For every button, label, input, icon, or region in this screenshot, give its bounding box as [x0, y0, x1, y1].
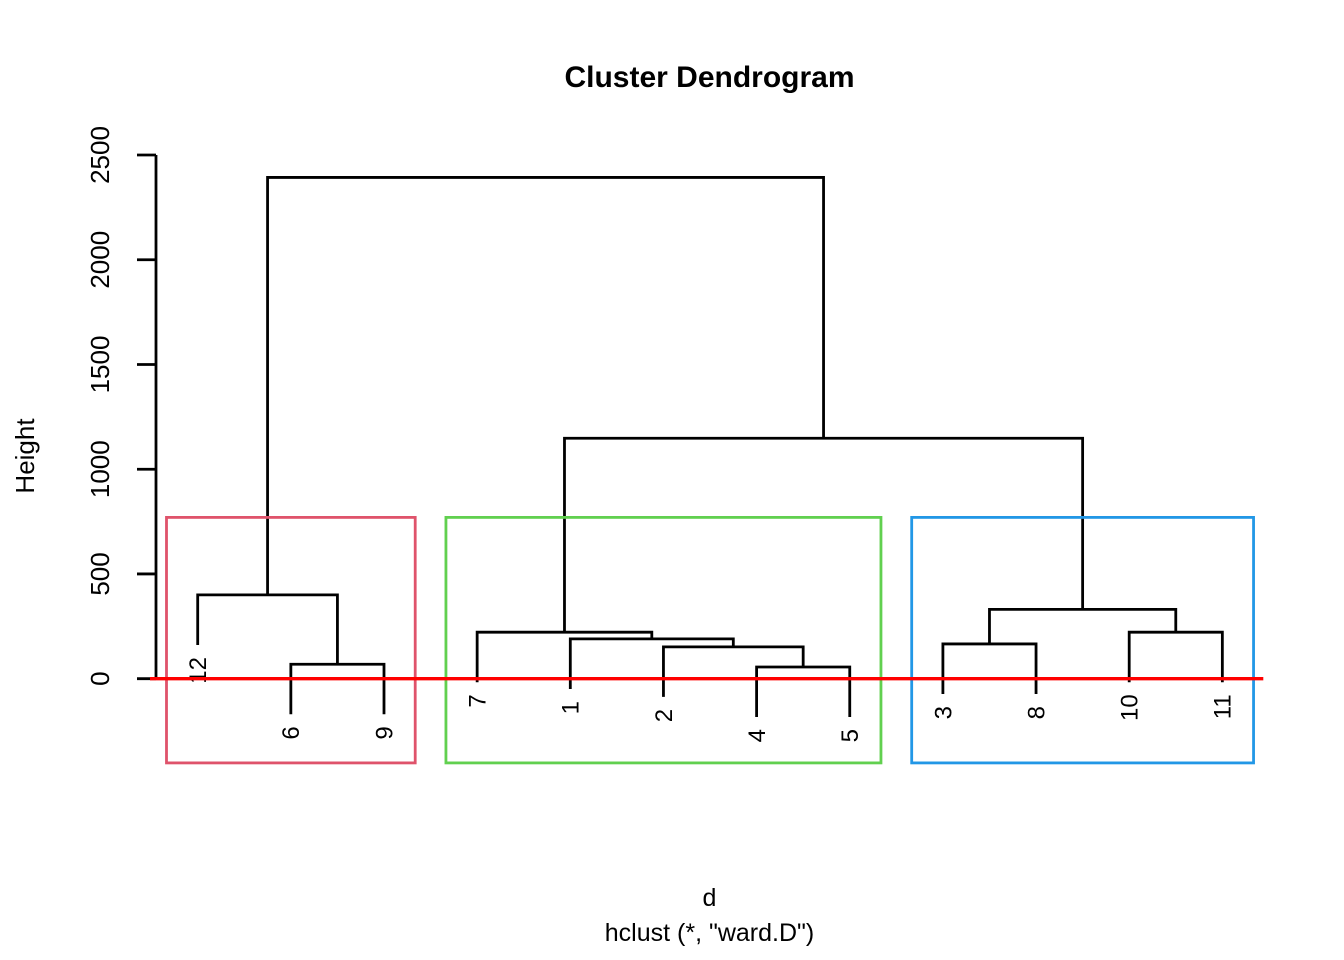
- merge-link-m4: [662, 645, 805, 697]
- cluster-box-2: [444, 516, 883, 765]
- cluster-box-1: [165, 516, 417, 765]
- merge-link-m11: [266, 176, 825, 595]
- y-tick-label-1500: 1500: [85, 336, 115, 394]
- y-tick-label-0: 0: [85, 671, 115, 685]
- leaf-label-1: 1: [558, 701, 585, 714]
- y-axis: 0 500 1000 1500 2000 2500: [85, 126, 158, 686]
- merge-link-m8: [1127, 630, 1224, 683]
- y-tick-label-1000: 1000: [85, 440, 115, 498]
- merge-link-m1: [289, 662, 386, 715]
- leaf-label-11: 11: [1210, 694, 1237, 719]
- merge-link-m10: [563, 436, 1085, 633]
- leaf-label-7: 7: [465, 694, 492, 707]
- leaf-label-6: 6: [278, 726, 305, 739]
- x-axis-label: d: [702, 884, 717, 912]
- leaf-label-10: 10: [1117, 694, 1144, 721]
- leaf-label-8: 8: [1023, 706, 1050, 719]
- y-tick-label-500: 500: [85, 552, 115, 595]
- merge-link-m9: [988, 607, 1178, 644]
- hclust-call-subtitle: hclust (*, "ward.D"): [604, 919, 815, 947]
- merge-link-m3: [755, 665, 852, 718]
- cluster-box-3: [910, 516, 1255, 765]
- dendrogram-links: [196, 176, 1224, 718]
- merge-link-m7: [941, 642, 1038, 694]
- merge-link-m5: [568, 637, 735, 689]
- merge-link-m2: [196, 593, 339, 665]
- chart-title: Cluster Dendrogram: [564, 61, 855, 94]
- leaf-label-4: 4: [744, 729, 771, 742]
- cluster-boxes: [165, 516, 1255, 765]
- leaf-label-2: 2: [651, 709, 678, 722]
- leaf-label-9: 9: [371, 726, 398, 739]
- leaf-label-5: 5: [837, 729, 864, 742]
- leaf-label-3: 3: [930, 706, 957, 719]
- y-tick-label-2500: 2500: [85, 126, 115, 184]
- y-tick-label-2000: 2000: [85, 231, 115, 289]
